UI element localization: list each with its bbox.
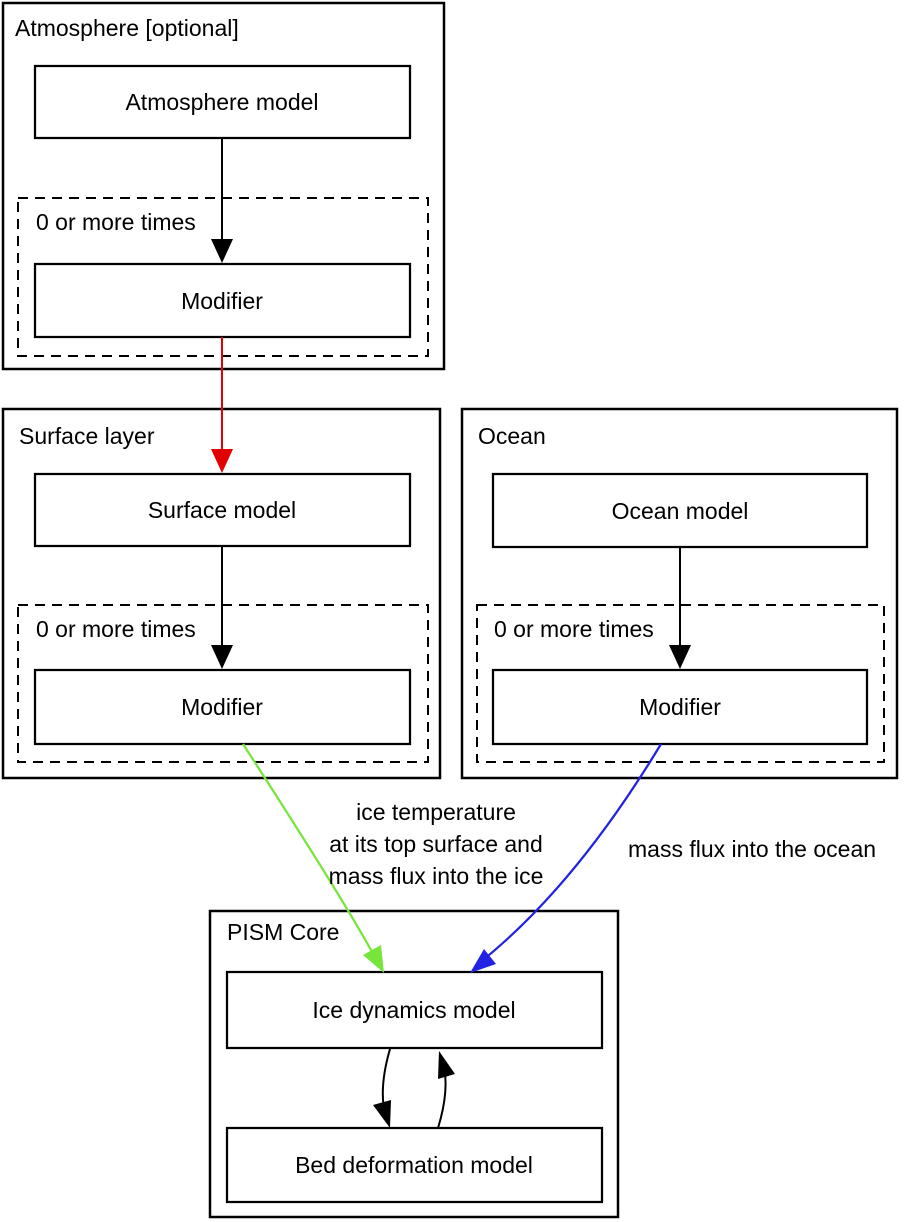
arrow-shaft bbox=[477, 743, 662, 965]
bed-deformation-model-node bbox=[225, 1126, 604, 1204]
atmosphere-repeat-label: 0 or more times bbox=[36, 209, 196, 235]
atmosphere-group-title: Atmosphere [optional] bbox=[15, 15, 239, 41]
surface-repeat-label: 0 or more times bbox=[36, 616, 196, 642]
surface-to-core-edge-label-line1: ice temperature bbox=[356, 799, 516, 825]
atmosphere-modifier-label: Modifier bbox=[181, 288, 263, 314]
arrowhead-down-left-icon bbox=[470, 949, 496, 973]
arrowhead-down-icon bbox=[211, 449, 233, 473]
ocean-model-node bbox=[491, 472, 869, 549]
surface-group-title: Surface layer bbox=[19, 423, 155, 449]
surface-modifier-label: Modifier bbox=[181, 694, 263, 720]
arrow-atmosphere-to-surface bbox=[211, 337, 233, 473]
surface-model-node bbox=[33, 472, 412, 548]
arrow-surface-model-to-modifier bbox=[211, 547, 233, 669]
bed-deformation-model-label: Bed deformation model bbox=[295, 1152, 533, 1178]
arrowhead-down-icon bbox=[211, 239, 233, 263]
ocean-model-label: Ocean model bbox=[612, 498, 749, 524]
ocean-repeat-frame bbox=[476, 604, 885, 763]
ice-dynamics-model-label: Ice dynamics model bbox=[312, 997, 515, 1023]
ocean-modifier-label: Modifier bbox=[639, 694, 721, 720]
atmosphere-model-label: Atmosphere model bbox=[125, 89, 318, 115]
ocean-modifier-node bbox=[491, 668, 869, 746]
surface-model-label: Surface model bbox=[148, 497, 296, 523]
atmosphere-modifier-node bbox=[33, 262, 412, 339]
arrow-surface-to-pism-core bbox=[242, 743, 384, 973]
arrowhead-down-icon bbox=[669, 645, 691, 669]
arrow-bed-to-ice bbox=[437, 1051, 455, 1129]
arrow-ocean-model-to-modifier bbox=[669, 547, 691, 669]
arrow-ocean-to-pism-core bbox=[470, 743, 662, 973]
arrowhead-down-icon bbox=[373, 1100, 391, 1128]
arrow-shaft bbox=[242, 743, 381, 966]
ocean-to-core-edge-label: mass flux into the ocean bbox=[628, 836, 876, 862]
surface-modifier-node bbox=[33, 668, 412, 746]
ocean-repeat-label: 0 or more times bbox=[494, 616, 654, 642]
surface-to-core-edge-label-line2: at its top surface and bbox=[329, 831, 543, 857]
arrow-atmosphere-model-to-modifier bbox=[211, 139, 233, 263]
arrowhead-up-icon bbox=[438, 1051, 455, 1079]
pism-core-group-title: PISM Core bbox=[227, 919, 339, 945]
arrow-ice-to-bed bbox=[373, 1048, 391, 1128]
arrowhead-down-right-icon bbox=[363, 945, 384, 973]
ice-dynamics-model-node bbox=[225, 970, 604, 1050]
arrowhead-down-icon bbox=[211, 645, 233, 669]
atmosphere-model-node bbox=[33, 64, 412, 140]
surface-to-core-edge-label-line3: mass flux into the ice bbox=[329, 863, 544, 889]
ocean-group-title: Ocean bbox=[478, 423, 546, 449]
